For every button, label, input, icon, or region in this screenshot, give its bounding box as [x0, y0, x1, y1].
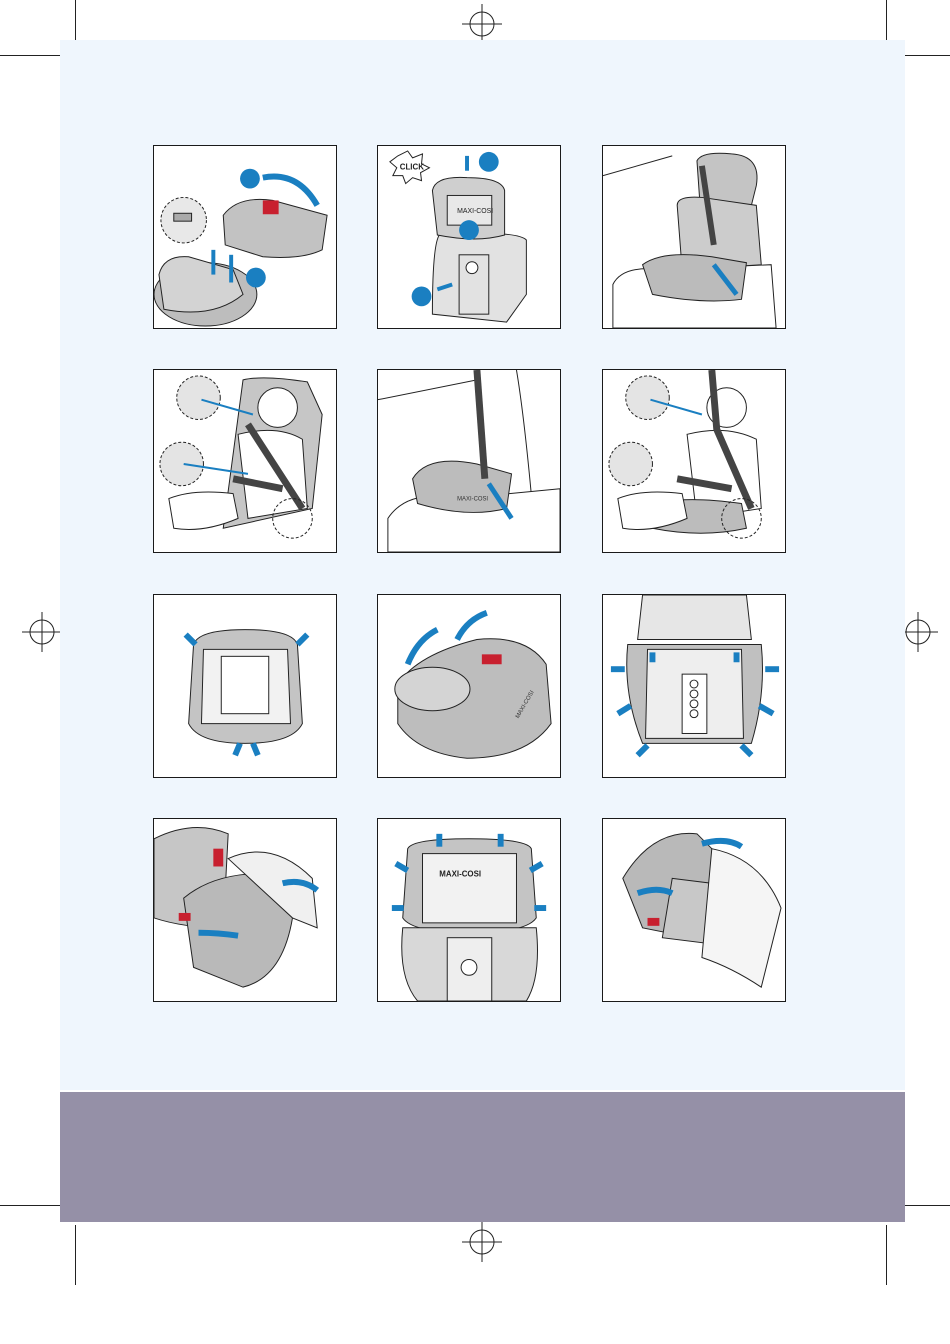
booster-cushion-belt-icon: MAXI-COSI [378, 370, 560, 552]
figure-4 [153, 369, 337, 553]
seat-belt-installation-icon [603, 146, 785, 328]
figure-10 [153, 818, 337, 1002]
crop-mark [0, 55, 60, 56]
figure-2: MAXI-COSI CLICK [377, 145, 561, 329]
brand-logo: MAXI-COSI [439, 869, 481, 878]
figure-12 [602, 818, 786, 1002]
headrest-cover-removal-icon [154, 819, 336, 1001]
maxi-cosi-logo: MAXI-COSI [457, 208, 493, 215]
figure-11: MAXI-COSI [377, 818, 561, 1002]
crop-mark [75, 1225, 76, 1285]
registration-mark-top [462, 4, 502, 44]
figure-3 [602, 145, 786, 329]
cover-removal-underside-icon [154, 595, 336, 777]
figure-5: MAXI-COSI [377, 369, 561, 553]
registration-mark-left [22, 612, 62, 652]
registration-mark-bottom [462, 1222, 502, 1262]
crop-mark [905, 1205, 950, 1206]
figure-7 [153, 594, 337, 778]
backrest-cover-hooks-icon [603, 595, 785, 777]
headrest-cover-pull-icon [603, 819, 785, 1001]
crop-mark [886, 1225, 887, 1285]
backrest-click-adjust-icon: MAXI-COSI CLICK [378, 146, 560, 328]
click-label: CLICK [400, 163, 424, 172]
figure-8: MAXI-COSI [377, 594, 561, 778]
figure-9 [602, 594, 786, 778]
figure-6 [602, 369, 786, 553]
crop-mark [886, 0, 887, 40]
crop-mark [0, 1205, 60, 1206]
footer-band [60, 1092, 905, 1222]
brand-label: MAXI-COSI [457, 497, 488, 503]
cushion-cover-lift-icon: MAXI-COSI [378, 595, 560, 777]
crop-mark [905, 55, 950, 56]
figure-1 [153, 145, 337, 329]
headrest-cover-hooks-icon: MAXI-COSI [378, 819, 560, 1001]
child-on-booster-belt-icon [603, 370, 785, 552]
booster-with-backrest-attach-icon [154, 146, 336, 328]
crop-mark [75, 0, 76, 40]
child-belt-routing-icon [154, 370, 336, 552]
